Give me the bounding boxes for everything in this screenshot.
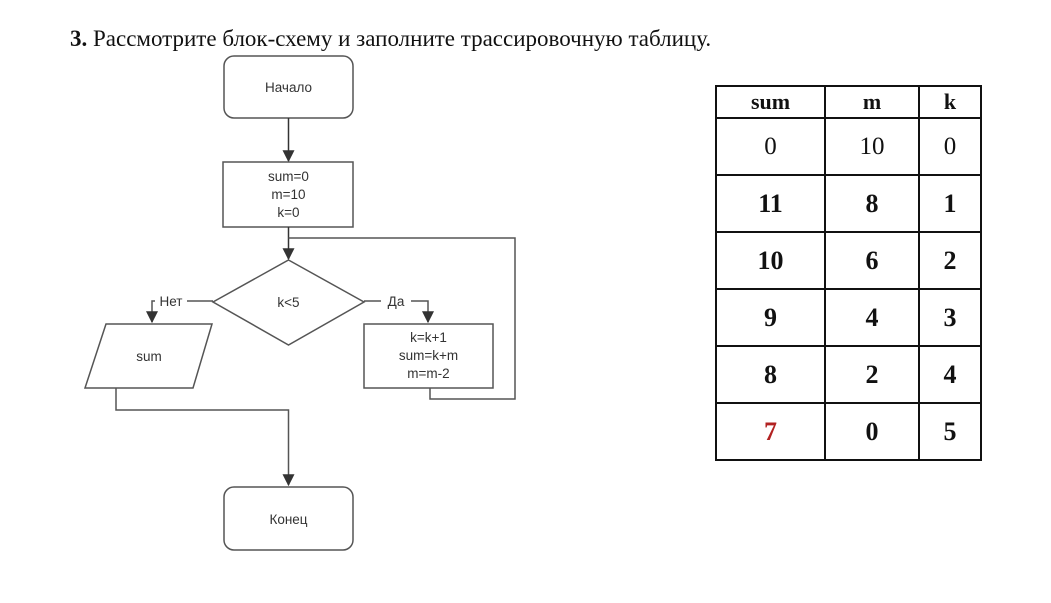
cell-m: 10 [824, 117, 920, 176]
table-row: 8 2 4 [715, 345, 982, 404]
start-label: Начало [265, 80, 312, 95]
init-line-sum: sum=0 [268, 169, 309, 184]
body-line-m: m=m-2 [407, 366, 449, 381]
cell-m: 8 [824, 174, 920, 233]
cell-k: 0 [918, 117, 982, 176]
cell-sum: 0 [715, 117, 826, 176]
task-number: 3. [70, 26, 88, 51]
table-row: 9 4 3 [715, 288, 982, 347]
cell-m: 6 [824, 231, 920, 290]
cell-k: 5 [918, 402, 982, 461]
table-row: 10 6 2 [715, 231, 982, 290]
cell-k: 1 [918, 174, 982, 233]
end-block [223, 486, 354, 551]
cell-m: 2 [824, 345, 920, 404]
cell-k: 2 [918, 231, 982, 290]
body-line-k: k=k+1 [410, 330, 447, 345]
cell-sum: 11 [715, 174, 826, 233]
no-label: Нет [160, 294, 183, 309]
task-title: 3. Рассмотрите блок-схему и заполните тр… [70, 26, 711, 52]
yes-label-bg [381, 293, 411, 309]
cell-k: 3 [918, 288, 982, 347]
cell-k: 4 [918, 345, 982, 404]
cell-sum: 9 [715, 288, 826, 347]
yes-label: Да [388, 294, 405, 309]
table-row: 0 10 0 [715, 117, 982, 176]
condition-diamond [211, 259, 366, 346]
init-block [222, 161, 354, 228]
loop-body-block [363, 323, 494, 389]
init-line-k: k=0 [277, 205, 299, 220]
output-label: sum [136, 349, 162, 364]
end-label: Конец [269, 512, 307, 527]
condition-label: k<5 [277, 295, 299, 310]
arrow-output-to-end [115, 388, 295, 487]
table-row: 7 0 5 [715, 402, 982, 461]
body-line-sum: sum=k+m [399, 348, 458, 363]
cell-m: 4 [824, 288, 920, 347]
cell-sum: 10 [715, 231, 826, 290]
header-sum: sum [715, 85, 826, 119]
no-branch-line [146, 300, 213, 324]
cell-sum-final: 7 [715, 402, 826, 461]
no-label-bg [155, 293, 187, 309]
table-row: 11 8 1 [715, 174, 982, 233]
init-line-m: m=10 [271, 187, 305, 202]
trace-table: sum m k 0 10 0 11 8 1 10 6 2 9 4 3 8 2 4 [715, 85, 982, 461]
cell-sum: 8 [715, 345, 826, 404]
output-parallelogram [83, 323, 214, 389]
header-k: k [918, 85, 982, 119]
trace-table-header: sum m k [715, 85, 982, 119]
task-text: Рассмотрите блок-схему и заполните трасс… [93, 26, 712, 51]
loop-back-line [288, 237, 516, 400]
cell-m: 0 [824, 402, 920, 461]
header-m: m [824, 85, 920, 119]
